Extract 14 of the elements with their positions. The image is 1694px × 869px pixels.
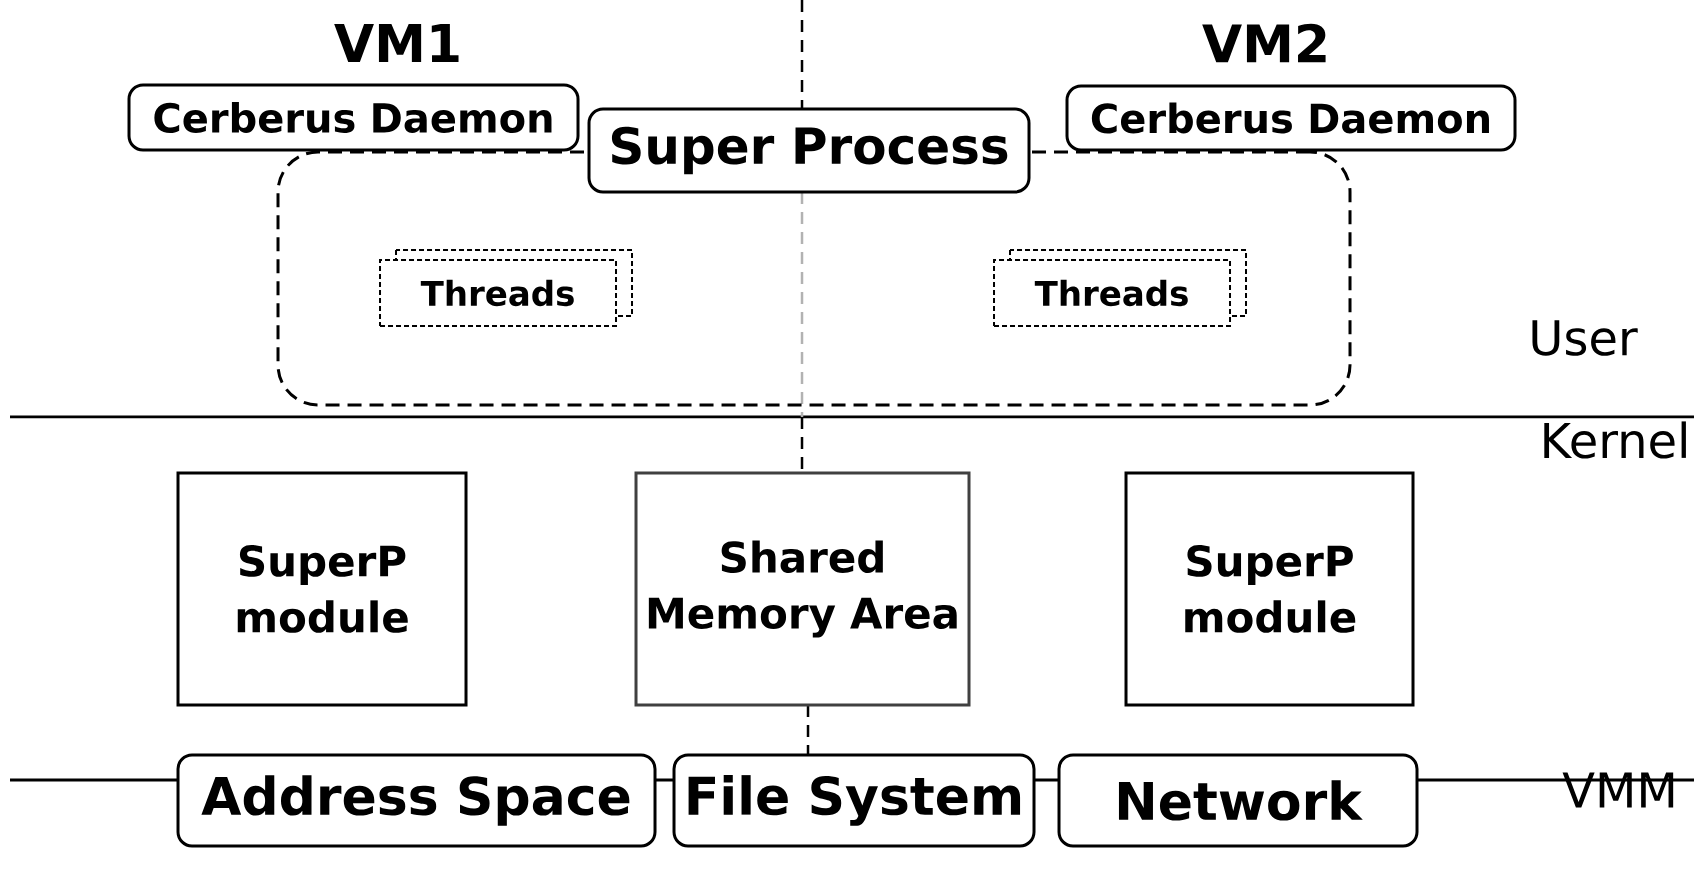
process-box: Address Space bbox=[176, 753, 657, 848]
process-box: Cerberus Daemon bbox=[1065, 84, 1517, 152]
process-box: Cerberus Daemon bbox=[127, 83, 580, 152]
vm-label: VM1 bbox=[334, 24, 459, 62]
layer-label: User bbox=[1532, 320, 1638, 356]
thread-box: Threads bbox=[993, 249, 1247, 327]
layer-label: Kernel bbox=[1544, 421, 1686, 459]
module-box: SuperP module bbox=[1124, 471, 1415, 707]
thread-box: Threads bbox=[379, 249, 633, 327]
module-box: Shared Memory Area bbox=[634, 471, 971, 707]
process-box: Network bbox=[1057, 753, 1419, 848]
process-box: File System bbox=[672, 753, 1036, 848]
module-box: SuperP module bbox=[176, 471, 468, 707]
process-box: Super Process bbox=[587, 107, 1031, 194]
